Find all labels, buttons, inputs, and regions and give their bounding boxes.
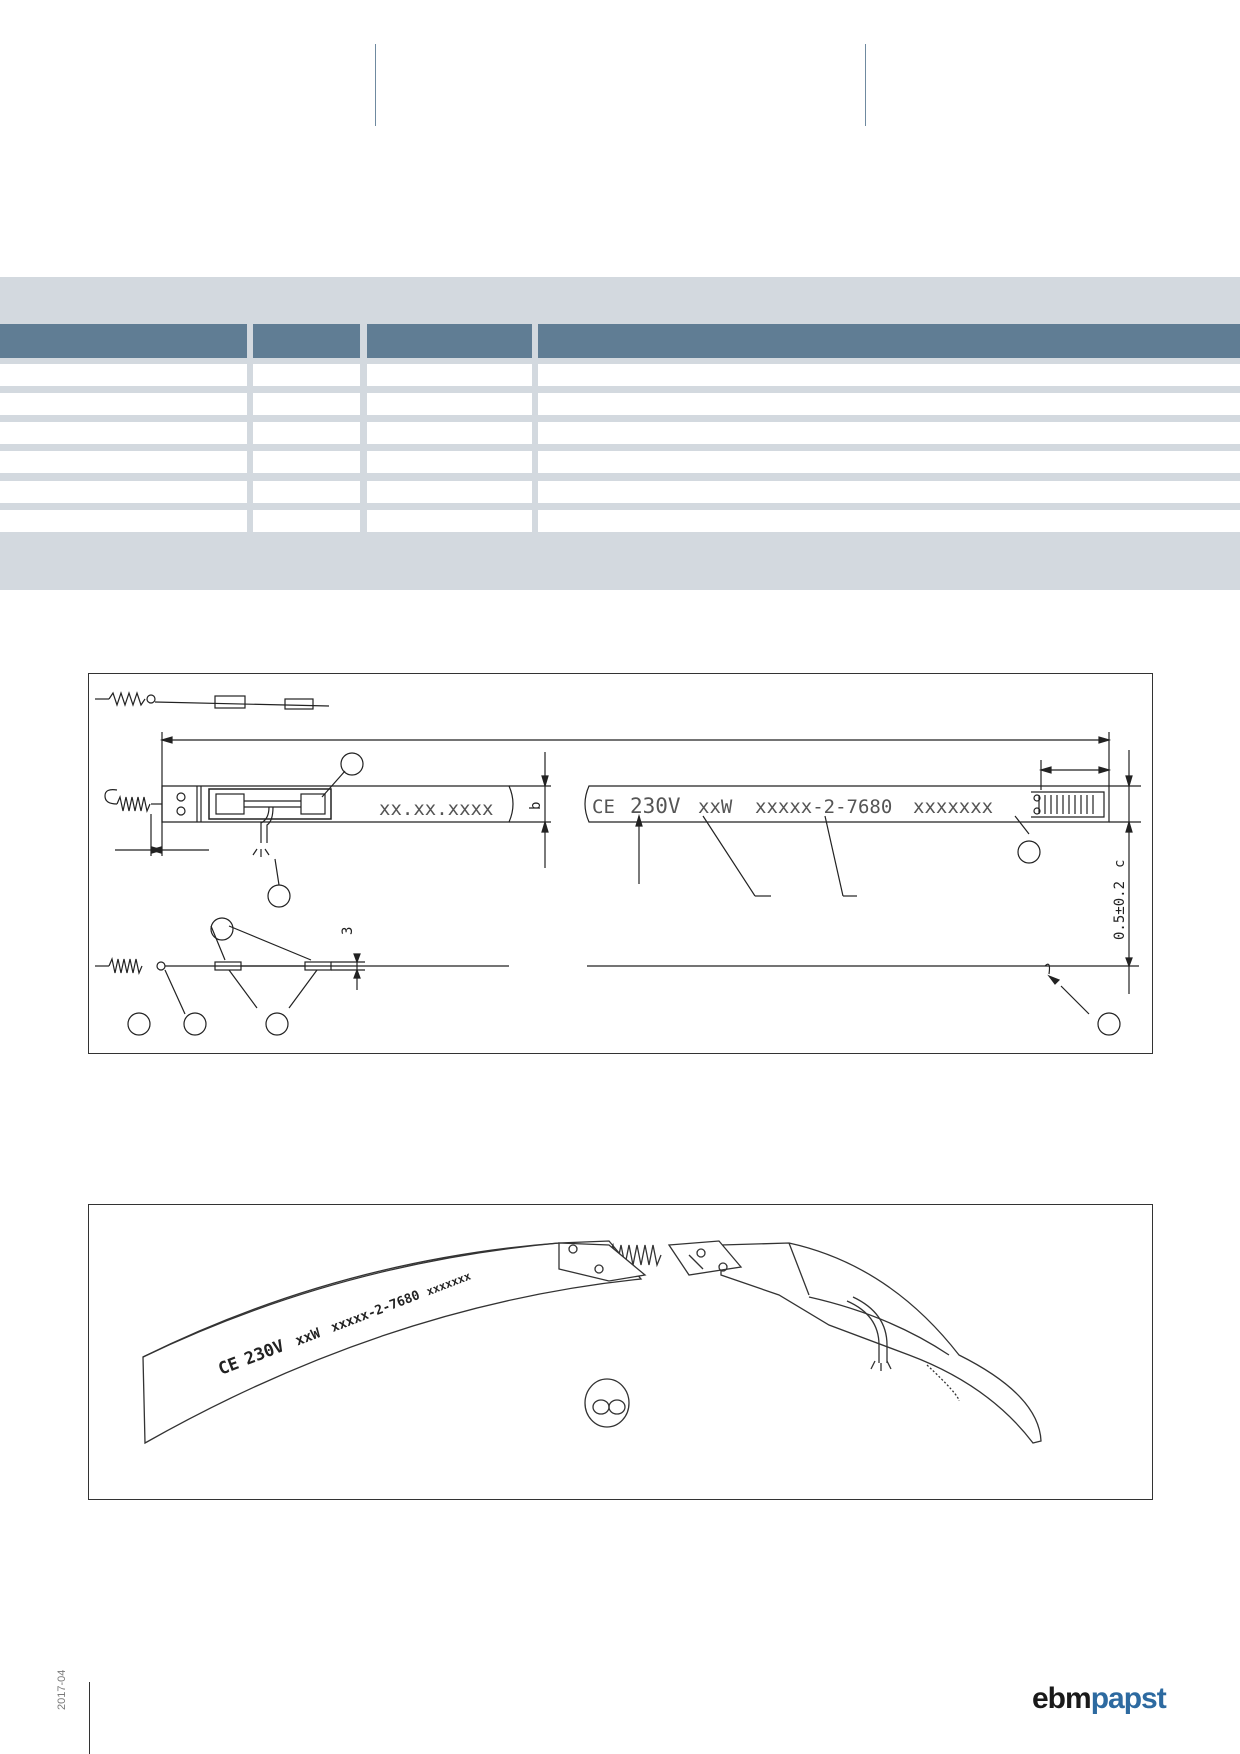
dimension-b: b	[528, 802, 544, 810]
callout-3	[1017, 840, 1041, 864]
callout-4	[210, 917, 234, 941]
strip-date-label: xx.xx.xxxx	[379, 798, 493, 820]
rendering-canvas: CE 230V xxW xxxxx-2-7680 xxxxxxx	[142, 1240, 1042, 1445]
callout-6	[183, 1012, 207, 1036]
table-header-cell-1	[0, 324, 247, 358]
connection-box	[208, 788, 332, 820]
table-row	[0, 364, 1240, 386]
table-top-band	[0, 277, 1240, 324]
heater-band-right	[720, 1242, 1042, 1444]
cable-icon	[846, 1300, 880, 1363]
header-divider-2	[865, 44, 866, 126]
dimension-c: c	[1112, 860, 1128, 868]
table-header-cell-4	[538, 324, 1240, 358]
callout-1	[340, 752, 364, 776]
rivet-icon	[176, 806, 186, 816]
callout-7	[127, 1012, 151, 1036]
brand-logo-part-1: ebm	[1032, 1682, 1092, 1715]
terminal-block-icon	[215, 793, 245, 815]
callout-5	[265, 1012, 289, 1036]
table-row	[0, 510, 1240, 532]
part-number-label: xxxxx-2-7680	[755, 796, 892, 818]
header-divider-1	[375, 44, 376, 126]
overview-sleeve-2	[284, 698, 314, 710]
dimension-tolerance: 0.5±0.2	[1112, 881, 1128, 940]
thermostat-icon	[300, 793, 326, 815]
power-label: xxW	[698, 796, 733, 818]
table-row	[0, 393, 1240, 415]
product-rendering: CE 230V xxW xxxxx-2-7680 xxxxxxx	[88, 1204, 1153, 1500]
table-row	[0, 451, 1240, 473]
ce-mark: CE	[592, 796, 615, 818]
heater-band-outer	[142, 1240, 643, 1445]
rivet-icon	[176, 792, 186, 802]
table-row	[0, 481, 1240, 503]
table-body	[0, 358, 1240, 538]
table-header-row	[0, 324, 1240, 358]
drawing-canvas: xx.xx.xxxx CE 230V xxW xxxxx-2-7680 xxxx…	[95, 691, 1141, 1036]
table-bottom-band	[0, 538, 1240, 590]
dimension-3: 3	[340, 927, 356, 935]
date-code: 2017-04	[56, 1669, 68, 1710]
callout-2	[267, 884, 291, 908]
heating-element-icon	[1031, 791, 1105, 818]
table-header-cell-3	[367, 324, 532, 358]
serial-label: xxxxxxx	[913, 796, 993, 818]
overview-spring-icon	[108, 691, 146, 707]
table-row	[0, 422, 1240, 444]
right-strip	[584, 785, 1110, 823]
brand-logo: ebmpapst	[1032, 1682, 1167, 1716]
voltage-label: 230V	[630, 794, 681, 818]
table-header-cell-2	[253, 324, 360, 358]
overview-sleeve-1	[214, 695, 246, 709]
footer-divider	[89, 1682, 90, 1754]
clamp-plate-icon	[558, 1242, 647, 1282]
brand-logo-part-2: papst	[1090, 1682, 1167, 1715]
callout-8	[1097, 1012, 1121, 1036]
technical-drawing: xx.xx.xxxx CE 230V xxW xxxxx-2-7680 xxxx…	[88, 673, 1153, 1054]
side-spring-icon	[108, 957, 143, 975]
spring-icon	[116, 795, 151, 813]
cable-lug-icon	[252, 848, 270, 857]
